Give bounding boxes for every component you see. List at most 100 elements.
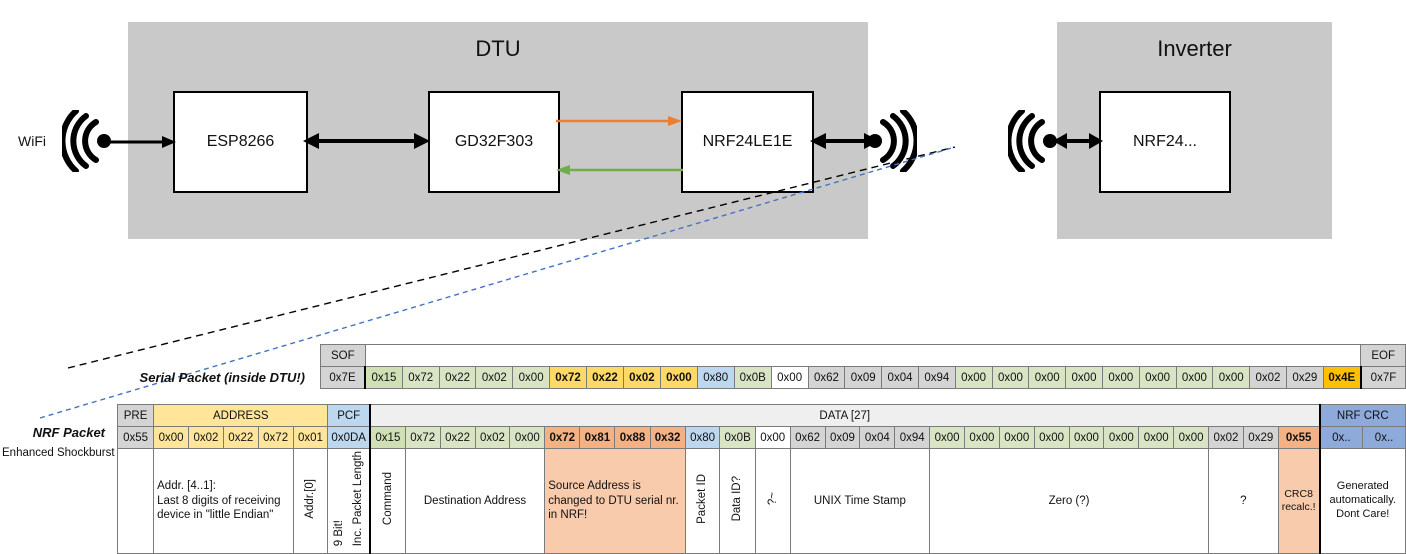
desc-pcf: 9 Bit! Inc. Packet Length [327,448,371,554]
nrf-data-byte-19: 0x00 [1033,426,1070,449]
nrf-packet-table: PRE ADDRESS PCF DATA [27] NRF CRC 0x55 0… [116,404,1406,554]
desc-destination: Destination Address [404,448,546,554]
desc-packet-id: Packet ID [684,448,721,554]
nrf-description-row: Addr. [4..1]:Last 8 digits of receiving … [116,448,1406,554]
desc-zero: Zero (?) [929,448,1209,554]
nrf-data-byte-4: 0x00 [509,426,546,449]
nrf-packet-sublabel: Enhanced Shockburst [2,447,115,459]
nrf-data-byte-21: 0x00 [1103,426,1140,449]
serial-byte-18: 0x00 [1028,366,1067,389]
serial-byte-17: 0x00 [991,366,1030,389]
eof-header: EOF [1360,344,1406,367]
desc-source: Source Address is changed to DTU serial … [544,448,686,554]
wifi-antenna-icon [62,110,111,172]
arrow-inverter-antenna-nrf [1053,133,1103,149]
nrf-data-byte-14: 0x04 [859,426,896,449]
nrf-data-byte-10: 0x0B [719,426,756,449]
desc-packet-id-text: Packet ID [696,473,709,524]
nrf-data-byte-8: 0x32 [649,426,686,449]
nrf-data-byte-22: 0x00 [1138,426,1175,449]
serial-byte-19: 0x00 [1065,366,1103,389]
nrf-data-byte-9: 0x80 [684,426,721,449]
sof-header: SOF [320,344,366,367]
desc-unix: UNIX Time Stamp [789,448,931,554]
arrow-tx-orange [556,116,682,126]
serial-byte-21: 0x00 [1138,366,1177,389]
serial-byte-26: 0x4E [1322,366,1362,389]
arrow-nrf-antenna [810,133,880,149]
serial-byte-25: 0x29 [1285,366,1324,389]
serial-byte-14: 0x04 [881,366,919,389]
desc-pcf-bit: 9 Bit! [333,520,346,547]
nrf-address-byte-1: 0x02 [187,426,224,449]
nrf-packet-label: NRF Packet [32,425,105,440]
nrf-address-byte-3: 0x72 [257,426,294,449]
desc-address: Addr. [4..1]:Last 8 digits of receiving … [153,448,294,554]
serial-byte-15: 0x94 [917,366,956,389]
arrow-wifi-to-esp [108,136,176,148]
serial-byte-5: 0x72 [549,366,587,389]
nrf-data-byte-26: 0x55 [1277,426,1321,449]
nrf-data-byte-13: 0x09 [824,426,861,449]
nrf-data-byte-5: 0x72 [544,426,581,449]
serial-byte-12: 0x62 [807,366,846,389]
nrf-address-byte-2: 0x22 [222,426,259,449]
nrf-data-byte-17: 0x00 [963,426,1000,449]
pre-value: 0x55 [116,426,155,449]
serial-byte-20: 0x00 [1101,366,1140,389]
nrf-data-byte-23: 0x00 [1173,426,1209,449]
serial-packet-label: Serial Packet (inside DTU!) [139,370,305,385]
serial-sof-value: 0x7E [320,366,367,389]
nrf-address-byte-0: 0x00 [153,426,189,449]
desc-crc8: CRC8 recalc.! [1277,448,1321,554]
desc-pcf-length: Inc. Packet Length [351,451,364,547]
serial-byte-4: 0x00 [512,366,551,389]
nrf-data-byte-11: 0x00 [754,426,791,449]
nrf-data-byte-6: 0x81 [579,426,616,449]
block-diagram: DTU Inverter ESP8266 GD32F303 NRF24LE1E … [0,0,1406,419]
data-header: DATA [27] [368,404,1321,427]
serial-byte-8: 0x00 [659,366,698,389]
desc-tilde-text: ?~ [766,492,779,506]
serial-byte-3: 0x02 [475,366,514,389]
serial-byte-10: 0x0B [733,366,772,389]
address-header: ADDRESS [153,404,329,427]
nrf-data-byte-12: 0x62 [789,426,826,449]
chip-nrf24: NRF24... [1099,91,1231,193]
nrf-data-byte-2: 0x22 [439,426,476,449]
serial-byte-1: 0x72 [401,366,440,389]
nrf-data-byte-0: 0x15 [368,426,406,449]
dtu-title: DTU [475,36,521,61]
nrf-address-byte-4: 0x01 [292,426,329,449]
nrf-data-byte-7: 0x88 [614,426,651,449]
nrf-data-byte-20: 0x00 [1068,426,1105,449]
serial-byte-22: 0x00 [1175,366,1214,389]
serial-byte-7: 0x02 [622,366,661,389]
callout-lines [39,146,956,419]
serial-byte-16: 0x00 [954,366,993,389]
serial-byte-9: 0x80 [696,366,735,389]
nrf-pcf-value: 0x0DA [327,426,371,449]
nrf-data-byte-16: 0x00 [929,426,965,449]
nrf-crc-header: NRF CRC [1319,404,1406,427]
desc-command-text: Command [381,472,394,526]
packet-tables: Serial Packet (inside DTU!) NRF Packet E… [0,275,1406,554]
desc-addr0-text: Addr.[0] [304,478,317,519]
nrf-data-byte-18: 0x00 [998,426,1035,449]
arrow-rx-green [556,165,683,175]
desc-tilde: ?~ [754,448,791,554]
inverter-antenna-icon [1008,110,1057,172]
inverter-title: Inverter [1157,36,1232,61]
serial-byte-6: 0x22 [585,366,624,389]
nrf-crc-byte-0: 0x.. [1319,426,1364,449]
desc-addr0: Addr.[0] [292,448,329,554]
desc-data-id-text: Data ID? [731,475,744,522]
desc-pre-empty [116,448,155,554]
serial-eof-value: 0x7F [1359,366,1406,389]
nrf-crc-byte-1: 0x.. [1362,426,1406,449]
nrf-data-byte-25: 0x29 [1242,426,1279,449]
wifi-label: WiFi [18,133,46,149]
